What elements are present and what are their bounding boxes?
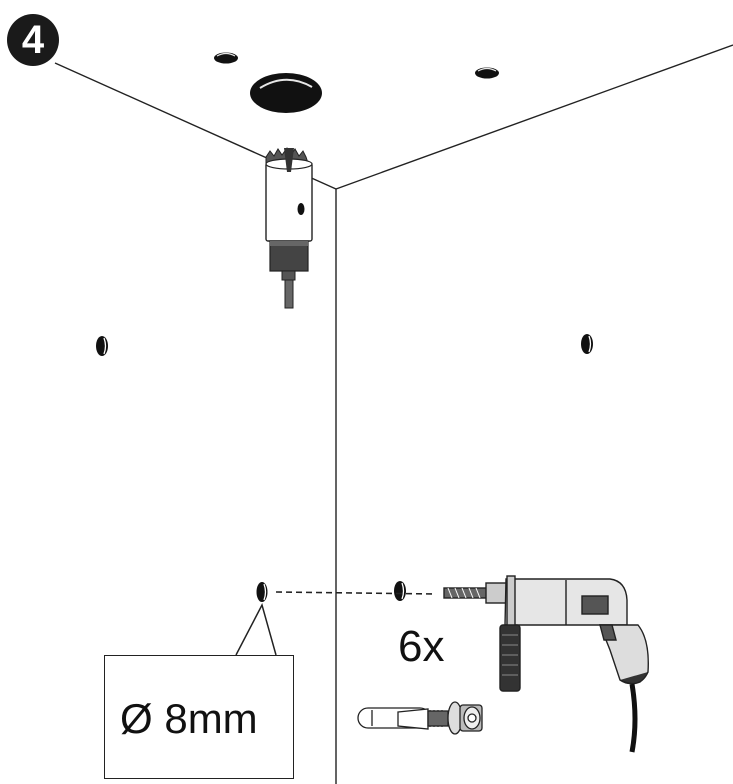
- ceiling-hole-small-left: [214, 52, 238, 64]
- ceiling-holes: [214, 52, 499, 113]
- expansion-anchor-bolt-icon: [357, 701, 483, 735]
- wall-hole-left: [96, 336, 108, 356]
- step-number-badge: 4: [7, 14, 59, 66]
- ceiling-hole-small-right: [475, 67, 499, 79]
- wall-holes: [96, 334, 593, 602]
- hole-diameter-callout: [104, 655, 294, 779]
- hole-diameter-label: Ø 8mm: [120, 695, 258, 742]
- anchor-hole: [394, 581, 406, 601]
- callout-leader: [235, 602, 277, 656]
- alignment-dashed-line: [275, 591, 437, 595]
- hammer-drill-icon: [443, 575, 649, 753]
- wall-hole-right: [581, 334, 593, 354]
- hole-saw-bit-icon: [265, 147, 313, 309]
- quantity-label: 6x: [398, 622, 445, 671]
